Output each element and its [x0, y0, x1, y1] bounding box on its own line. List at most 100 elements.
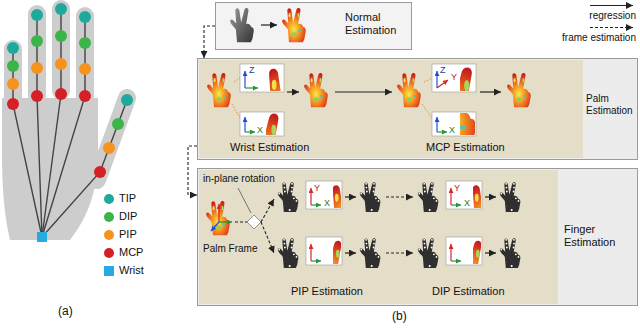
wrist-joint	[37, 232, 47, 242]
wrist-stage	[244, 117, 245, 132]
mcp-stage	[426, 67, 485, 153]
pip-stage	[278, 182, 299, 212]
legend-swatch	[104, 248, 114, 258]
stage-label: Palm Frame	[203, 243, 257, 255]
dip-stage	[463, 185, 505, 246]
mcp-stage	[437, 131, 447, 132]
pip-joint	[79, 63, 91, 75]
legend-swatch	[104, 266, 114, 276]
stage-label: PIP Estimation	[291, 285, 363, 298]
palm-frame	[235, 221, 247, 222]
palm-frame	[261, 222, 274, 253]
stage-panel: Normal Estimation	[215, 2, 412, 50]
wrist-stage	[207, 64, 392, 191]
pip-stage	[345, 252, 356, 253]
pip-stage	[386, 196, 413, 197]
normal-stage	[230, 8, 254, 42]
tip-joint	[55, 3, 67, 15]
wrist-stage	[207, 73, 231, 107]
dip-joint	[31, 35, 43, 47]
mcp-joint	[55, 88, 67, 100]
palm-frame	[211, 222, 219, 231]
mcp-stage	[436, 71, 437, 88]
frame-estimation-arrow	[204, 26, 215, 58]
axis-letter: Z	[440, 65, 446, 75]
palm-frame	[218, 204, 219, 222]
dip-stage	[451, 204, 461, 205]
mcp-joint	[31, 90, 43, 102]
frame-estimation-arrow	[188, 146, 197, 195]
mcp-joint	[7, 88, 106, 178]
palm-frame	[261, 199, 274, 222]
pip-stage	[323, 185, 365, 246]
tip-joint	[7, 3, 133, 106]
tip-joint	[7, 42, 19, 54]
normal-stage	[261, 24, 277, 25]
dip-stage	[450, 188, 451, 205]
axis-letter: X	[449, 125, 455, 135]
pip-stage	[360, 238, 381, 268]
palm-frame	[247, 215, 261, 229]
mcp-stage	[422, 104, 432, 118]
panel-title: Normal Estimation	[345, 11, 407, 37]
palm-frame	[238, 188, 251, 213]
dip-joint	[55, 30, 67, 42]
pip-joint	[103, 142, 115, 154]
mcp-stage	[397, 73, 421, 107]
axis-letter: X	[324, 198, 330, 208]
panel-title: Finger Estimation	[564, 223, 628, 249]
legend-text: regression	[550, 10, 636, 22]
dip-stage	[450, 244, 451, 261]
pip-stage	[310, 188, 311, 205]
dip-stage	[500, 182, 521, 212]
dip-stage	[418, 182, 439, 212]
pip-stage	[278, 238, 299, 268]
legend-text: PIP	[119, 228, 137, 241]
legend-text: MCP	[119, 246, 143, 259]
mcp-stage	[424, 78, 432, 82]
mcp-stage	[436, 117, 437, 132]
legend-entry: PIP	[104, 228, 137, 241]
tip-joint	[31, 9, 43, 21]
panel-title: Palm Estimation	[586, 93, 634, 117]
bone-line	[42, 9, 61, 237]
legend-swatch	[104, 212, 114, 222]
normal-stage	[230, 8, 306, 42]
pip-stage	[278, 181, 413, 302]
mcp-stage	[397, 64, 531, 153]
axis-letter: Y	[454, 183, 460, 193]
panel-ground	[197, 2, 638, 306]
normal-stage	[282, 8, 306, 42]
stage-label: Wrist Estimation	[230, 141, 309, 154]
wrist-stage	[245, 87, 258, 88]
pip-stage	[323, 185, 365, 246]
axis-letter: Z	[249, 65, 255, 75]
wrist-stage	[335, 91, 392, 92]
axis-letter: X	[464, 198, 470, 208]
pip-joint	[55, 58, 67, 70]
figure-tag: (b)	[392, 310, 407, 324]
dip-stage	[418, 238, 439, 268]
legend-sample	[590, 5, 633, 6]
mcp-joint	[79, 90, 91, 102]
pip-stage	[311, 260, 321, 261]
palm-frame	[219, 221, 232, 222]
dip-joint	[7, 30, 124, 130]
bone-line	[42, 100, 127, 237]
legend-sample	[550, 1, 636, 10]
mcp-stage	[426, 67, 485, 153]
wrist-stage	[234, 78, 240, 82]
note-label: in-plane rotation	[203, 173, 275, 185]
panel-ground	[197, 58, 638, 160]
legend-text: Wrist	[119, 264, 144, 277]
pip-stage	[360, 182, 381, 212]
mcp-stage	[426, 79, 476, 151]
axis-letter: X	[257, 125, 263, 135]
figure-tag: (a)	[58, 305, 73, 319]
dip-joint	[7, 60, 19, 72]
wrist-stage	[244, 71, 245, 88]
tip-joint	[121, 94, 133, 106]
pip-stage	[386, 252, 413, 253]
